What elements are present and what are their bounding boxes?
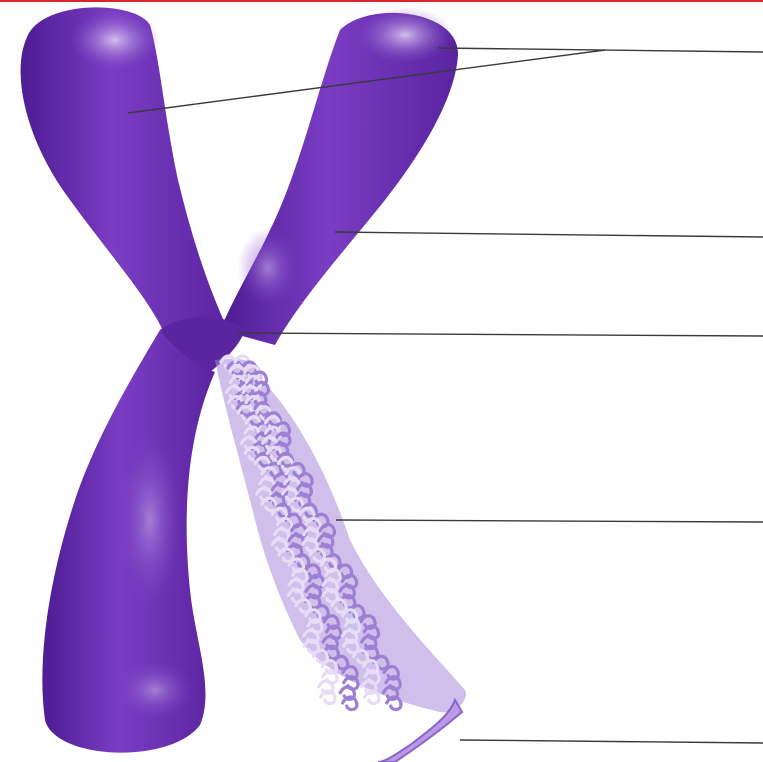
leader-line-chromatin bbox=[336, 520, 763, 522]
upper-right-mid-highlight bbox=[238, 228, 298, 308]
lower-left-tip-highlight bbox=[115, 660, 195, 720]
upper-right-tip-highlight bbox=[357, 7, 453, 63]
upper-left-tip-highlight bbox=[70, 10, 160, 70]
leader-line-telomere-b bbox=[438, 48, 763, 52]
dna-strand bbox=[378, 700, 462, 762]
lower-left-highlight bbox=[118, 430, 182, 610]
leader-line-centromere bbox=[238, 333, 763, 336]
leader-line-dna bbox=[460, 740, 763, 743]
leader-line-chromatid bbox=[335, 232, 763, 237]
